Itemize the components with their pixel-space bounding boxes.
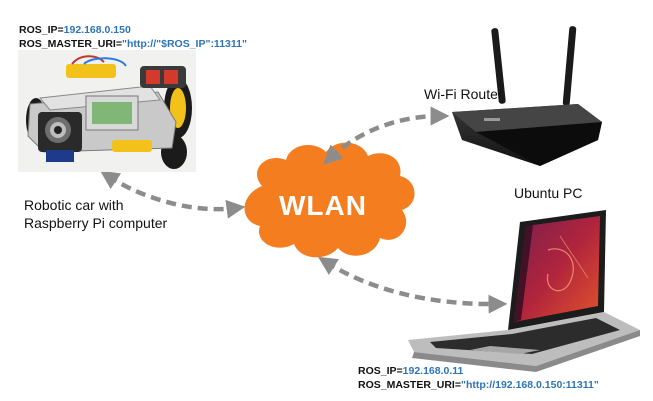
router-image xyxy=(452,26,602,166)
car-ros-ip: ROS_IP=192.168.0.150 xyxy=(19,24,131,36)
car-master-value: "http://"$ROS_IP":11311" xyxy=(122,38,247,50)
pc-ros-ip-key: ROS_IP xyxy=(358,365,397,377)
car-ros-master-uri: ROS_MASTER_URI="http://"$ROS_IP":11311" xyxy=(19,38,247,50)
car-ros-ip-key: ROS_IP xyxy=(19,24,58,36)
arrow-car-wlan xyxy=(100,170,246,219)
car-label-line1: Robotic car with xyxy=(24,197,124,213)
arrows xyxy=(100,106,508,314)
pc-ros-ip-value: 192.168.0.11 xyxy=(402,365,464,377)
pc-master-key: ROS_MASTER_URI xyxy=(358,379,455,391)
wlan-label: WLAN xyxy=(279,190,367,221)
car-label-line2: Raspberry Pi computer xyxy=(24,215,168,231)
laptop-image xyxy=(408,210,640,372)
car-master-key: ROS_MASTER_URI xyxy=(19,38,116,50)
pc-label: Ubuntu PC xyxy=(514,185,583,201)
car-ros-ip-value: 192.168.0.150 xyxy=(63,24,131,36)
pc-master-value: "http://192.168.0.150:11311" xyxy=(461,379,599,391)
pc-ros-ip: ROS_IP=192.168.0.11 xyxy=(358,365,464,377)
pc-ros-master-uri: ROS_MASTER_URI="http://192.168.0.150:113… xyxy=(358,379,599,391)
wlan-cloud xyxy=(244,142,415,258)
router-label: Wi-Fi Router xyxy=(424,86,503,102)
robot-car-image xyxy=(18,50,196,172)
arrow-pc-wlan xyxy=(318,256,508,314)
